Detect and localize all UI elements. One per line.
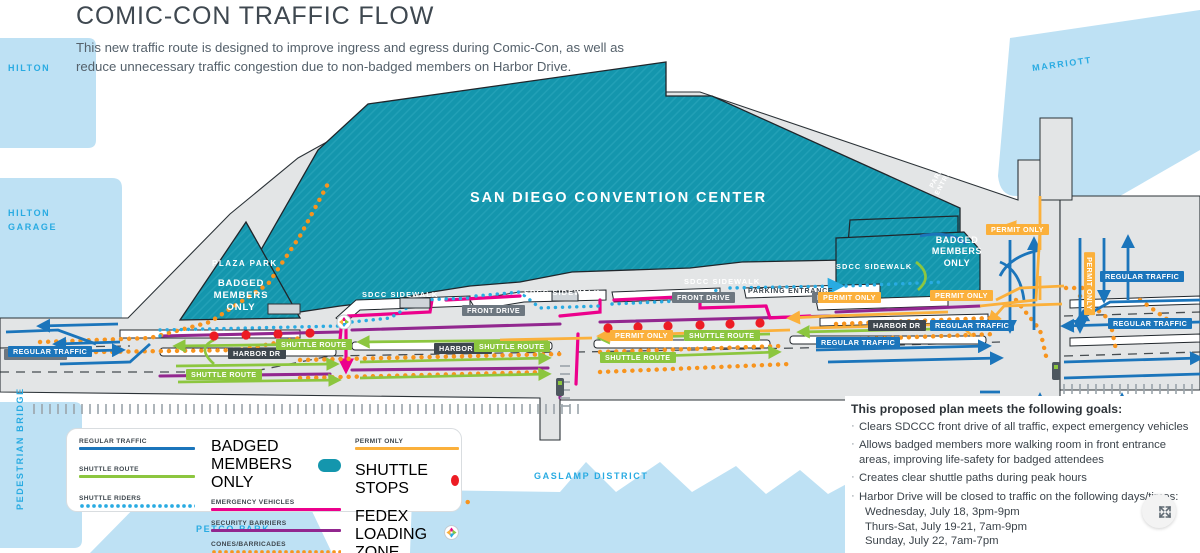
legend-swatch-emergency-vehicles: [211, 508, 341, 511]
legend-item-permit-only: PERMIT ONLY: [355, 438, 459, 450]
badge-permit-only-5: PERMIT ONLY: [610, 330, 673, 342]
goals-heading: This proposed plan meets the following g…: [851, 402, 1123, 416]
legend-item-badged-members-only: BADGED MEMBERS ONLY: [211, 438, 341, 492]
badge-front-drive-1: FRONT DRIVE: [462, 305, 526, 317]
legend-label-regular-traffic: REGULAR TRAFFIC: [79, 438, 147, 445]
legend-swatch-shuttle-riders: [79, 504, 195, 508]
legend-swatch-security-barriers: [211, 529, 341, 532]
label-sdcc-sidewalk-1: SDCC SIDEWALK: [362, 290, 439, 299]
legend-swatch-shuttle-route: [79, 475, 195, 478]
legend-column-3: PERMIT ONLY SHUTTLE STOPS FEDEX LOADING …: [355, 438, 459, 553]
legend-item-cones-barricades: CONES/BARRICADES: [211, 541, 341, 553]
badge-shuttle-route-5: SHUTTLE ROUTE: [186, 369, 262, 381]
label-sdcc-sidewalk-2: SDCC SIDEWALK: [524, 288, 601, 297]
harbor-drive-closure-times: Wednesday, July 18, 3pm-9pm Thurs-Sat, J…: [865, 505, 1191, 548]
fullscreen-icon: [1158, 505, 1172, 519]
label-gaslamp-district: GASLAMP DISTRICT: [534, 471, 649, 481]
badge-harbor-dr-2: HARBOR DR: [434, 343, 492, 355]
label-hilton: HILTON: [8, 63, 51, 73]
label-sdcc-sidewalk-4: SDCC SIDEWALK: [836, 262, 913, 271]
legend-item-shuttle-route: SHUTTLE ROUTE: [79, 466, 195, 478]
map-legend: REGULAR TRAFFIC SHUTTLE ROUTE SHUTTLE RI…: [66, 428, 462, 553]
legend-label-shuttle-route: SHUTTLE ROUTE: [79, 466, 139, 473]
fedex-loading-zone-map-icon: [336, 314, 352, 330]
legend-swatch-cones-barricades: [211, 550, 341, 553]
label-san-diego-convention-center: SAN DIEGO CONVENTION CENTER: [470, 190, 768, 206]
legend-label-badged-members-only: BADGED MEMBERS ONLY: [211, 438, 292, 491]
label-hilton-garage: HILTON GARAGE: [8, 208, 58, 232]
label-badged-members-only-left: BADGED MEMBERS ONLY: [213, 278, 269, 313]
convention-center-shape: [178, 61, 981, 321]
goal-item: Harbor Drive will be closed to traffic o…: [851, 489, 1191, 548]
badge-regular-traffic-5: REGULAR TRAFFIC: [1108, 318, 1193, 330]
legend-label-permit-only: PERMIT ONLY: [355, 438, 404, 445]
fullscreen-button[interactable]: [1142, 494, 1176, 528]
badge-regular-traffic-3: REGULAR TRAFFIC: [930, 320, 1015, 332]
legend-column-2: BADGED MEMBERS ONLY EMERGENCY VEHICLES S…: [211, 438, 341, 553]
entrance-stairs: [267, 291, 579, 315]
badge-permit-only-3: PERMIT ONLY: [986, 224, 1049, 236]
page-subtitle: This new traffic route is designed to im…: [76, 40, 625, 74]
badge-shuttle-route-4: SHUTTLE ROUTE: [684, 330, 760, 342]
legend-column-1: REGULAR TRAFFIC SHUTTLE ROUTE SHUTTLE RI…: [79, 438, 195, 514]
legend-item-security-barriers: SECURITY BARRIERS: [211, 520, 341, 532]
badge-shuttle-route-3: SHUTTLE ROUTE: [600, 352, 676, 364]
legend-item-fedex-loading-zone: FEDEX LOADING ZONE: [355, 508, 459, 553]
traffic-signals: [556, 362, 1060, 396]
legend-label-cones-barricades: CONES/BARRICADES: [211, 541, 286, 548]
legend-label-security-barriers: SECURITY BARRIERS: [211, 520, 287, 527]
legend-swatch-regular-traffic: [79, 447, 195, 450]
badge-front-drive-2: FRONT DRIVE: [672, 292, 736, 304]
badge-shuttle-route-2: SHUTTLE ROUTE: [474, 341, 550, 353]
badge-permit-only-1: PERMIT ONLY: [818, 292, 881, 304]
legend-item-emergency-vehicles: EMERGENCY VEHICLES: [211, 499, 341, 511]
goal-item: Creates clear shuttle paths during peak …: [851, 470, 1191, 485]
legend-item-shuttle-riders: SHUTTLE RIDERS: [79, 495, 195, 508]
goal-item: Allows badged members more walking room …: [851, 437, 1191, 467]
legend-item-regular-traffic: REGULAR TRAFFIC: [79, 438, 195, 450]
legend-label-shuttle-riders: SHUTTLE RIDERS: [79, 495, 142, 502]
crosswalk-hatching: [33, 365, 1193, 506]
legend-swatch-permit-only: [355, 447, 459, 450]
goals-panel: This proposed plan meets the following g…: [845, 396, 1197, 553]
badge-harbor-dr-3: HARBOR DR: [868, 320, 926, 332]
goal-item-text: Harbor Drive will be closed to traffic o…: [859, 490, 1179, 503]
legend-label-fedex-loading-zone: FEDEX LOADING ZONE: [355, 508, 428, 553]
page-title: COMIC-CON TRAFFIC FLOW: [76, 2, 435, 30]
badge-shuttle-route-1: SHUTTLE ROUTE: [276, 339, 352, 351]
badge-harbor-dr-1: HARBOR DR: [228, 348, 286, 360]
closure-time: Thurs-Sat, July 19-21, 7am-9pm: [865, 520, 1027, 533]
closure-time: Wednesday, July 18, 3pm-9pm: [865, 506, 1020, 519]
closure-time: Sunday, July 22, 7am-7pm: [865, 534, 999, 547]
label-sdcc-sidewalk-3: SDCC SIDEWALK: [684, 277, 761, 286]
goal-item: Clears SDCCC front drive of all traffic,…: [851, 419, 1191, 434]
legend-swatch-badged-members-only: [317, 458, 341, 472]
label-pedestrian-bridge: PEDESTRIAN BRIDGE: [15, 387, 25, 510]
badge-permit-only-4: PERMIT ONLY: [1083, 252, 1096, 316]
badge-regular-traffic-2: REGULAR TRAFFIC: [816, 337, 901, 349]
legend-swatch-shuttle-stops: [451, 474, 459, 486]
fedex-pinwheel-icon: [444, 525, 459, 545]
label-badged-members-only-right: BADGED MEMBERS ONLY: [931, 235, 983, 268]
legend-label-emergency-vehicles: EMERGENCY VEHICLES: [211, 499, 295, 506]
label-parking-entrance-1: PARKING ENTRANCE: [748, 288, 834, 295]
shuttle-rider-paths: [158, 277, 946, 338]
label-plaza-park: PLAZA PARK: [212, 259, 278, 268]
badge-permit-only-2: PERMIT ONLY: [930, 290, 993, 302]
page-header: COMIC-CON TRAFFIC FLOW This new traffic …: [76, 2, 716, 76]
goals-list: Clears SDCCC front drive of all traffic,…: [851, 419, 1191, 548]
legend-item-shuttle-stops: SHUTTLE STOPS: [355, 462, 459, 498]
badge-regular-traffic-4: REGULAR TRAFFIC: [1100, 271, 1185, 283]
badge-regular-traffic-1: REGULAR TRAFFIC: [8, 346, 93, 358]
legend-label-shuttle-stops: SHUTTLE STOPS: [355, 462, 428, 497]
